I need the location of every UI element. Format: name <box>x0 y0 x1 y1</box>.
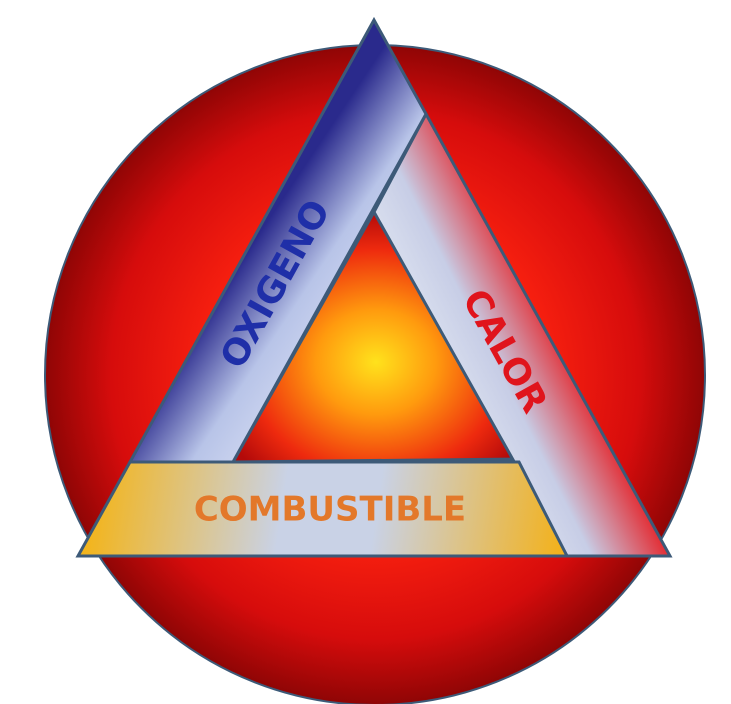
fuel-label: COMBUSTIBLE <box>194 490 466 530</box>
